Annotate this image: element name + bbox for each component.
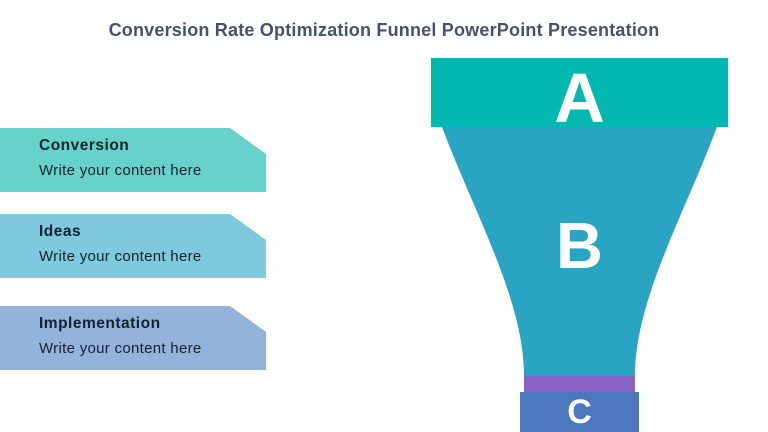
callout-content-placeholder: Write your content here [39, 340, 202, 357]
slide-title: Conversion Rate Optimization Funnel Powe… [108, 20, 660, 40]
funnel-stage-b-letter: B [556, 209, 603, 282]
callout-label: Implementation [39, 315, 161, 332]
funnel-stage-a-letter: A [554, 59, 605, 137]
callout-label: Ideas [39, 223, 82, 240]
callout-conversion: Conversion Write your content here [0, 128, 266, 192]
funnel-stage-c-letter: C [567, 393, 592, 431]
callout-ideas: Ideas Write your content here [0, 214, 266, 278]
callout-label: Conversion [39, 137, 130, 154]
funnel-stage-c-bar [520, 392, 639, 432]
funnel-stage-a-bar [431, 58, 728, 127]
callout-content-placeholder: Write your content here [39, 248, 202, 265]
callout-implementation: Implementation Write your content here [0, 306, 266, 370]
callout-content-placeholder: Write your content here [39, 162, 202, 179]
funnel-stage-b-body [442, 127, 717, 376]
funnel-accent-band [524, 376, 635, 392]
